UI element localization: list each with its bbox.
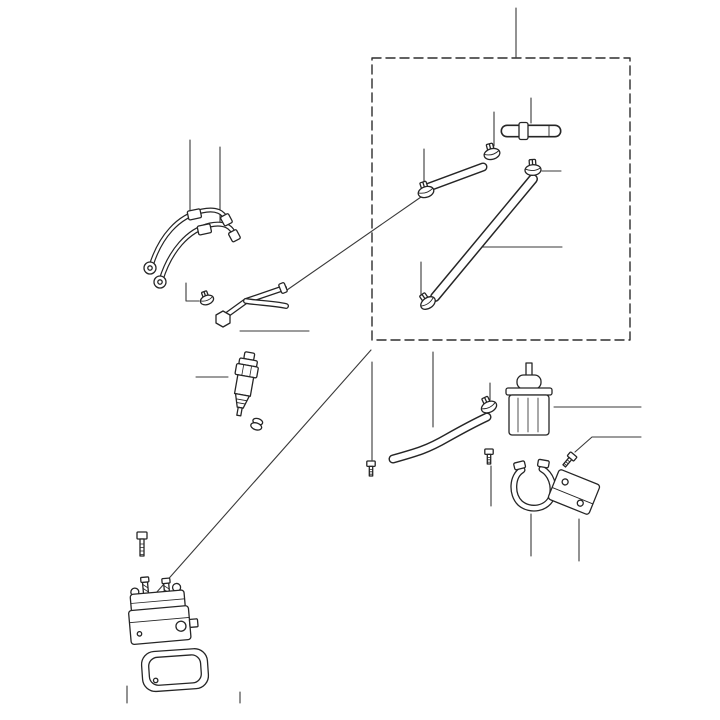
pump-gasket bbox=[141, 648, 210, 693]
union-nut bbox=[187, 209, 241, 243]
hose-group bbox=[414, 123, 555, 313]
fuel-injector bbox=[228, 351, 261, 418]
short-fuel-hose bbox=[429, 167, 483, 187]
hose-clamp bbox=[480, 141, 502, 162]
hex-fitting bbox=[216, 311, 230, 327]
fuel-pump bbox=[126, 573, 199, 645]
leader-line bbox=[575, 437, 641, 452]
nozzle-seal bbox=[250, 417, 264, 431]
long-fuel-hose bbox=[435, 179, 533, 297]
injection-pipes bbox=[144, 209, 241, 288]
pipe-clamp bbox=[197, 288, 216, 308]
bracket-bolt bbox=[560, 451, 578, 470]
fuel-filter bbox=[506, 363, 552, 435]
leader-line bbox=[186, 283, 199, 301]
leader-line bbox=[156, 350, 371, 593]
hose-connector bbox=[507, 123, 555, 140]
banjo-fitting bbox=[144, 262, 166, 288]
hose-clamp bbox=[523, 158, 543, 177]
pump-bolt bbox=[137, 532, 147, 556]
filter-clip bbox=[513, 459, 553, 508]
mid-fuel-hose bbox=[393, 417, 487, 459]
small-bolt bbox=[484, 448, 494, 465]
leader-line bbox=[287, 197, 421, 290]
y-pipe bbox=[216, 282, 288, 327]
leader-lines bbox=[127, 8, 641, 703]
mounting-bracket bbox=[548, 469, 601, 515]
hose-clamp bbox=[476, 393, 500, 416]
detail-box bbox=[372, 58, 630, 340]
small-bolt bbox=[366, 460, 376, 477]
